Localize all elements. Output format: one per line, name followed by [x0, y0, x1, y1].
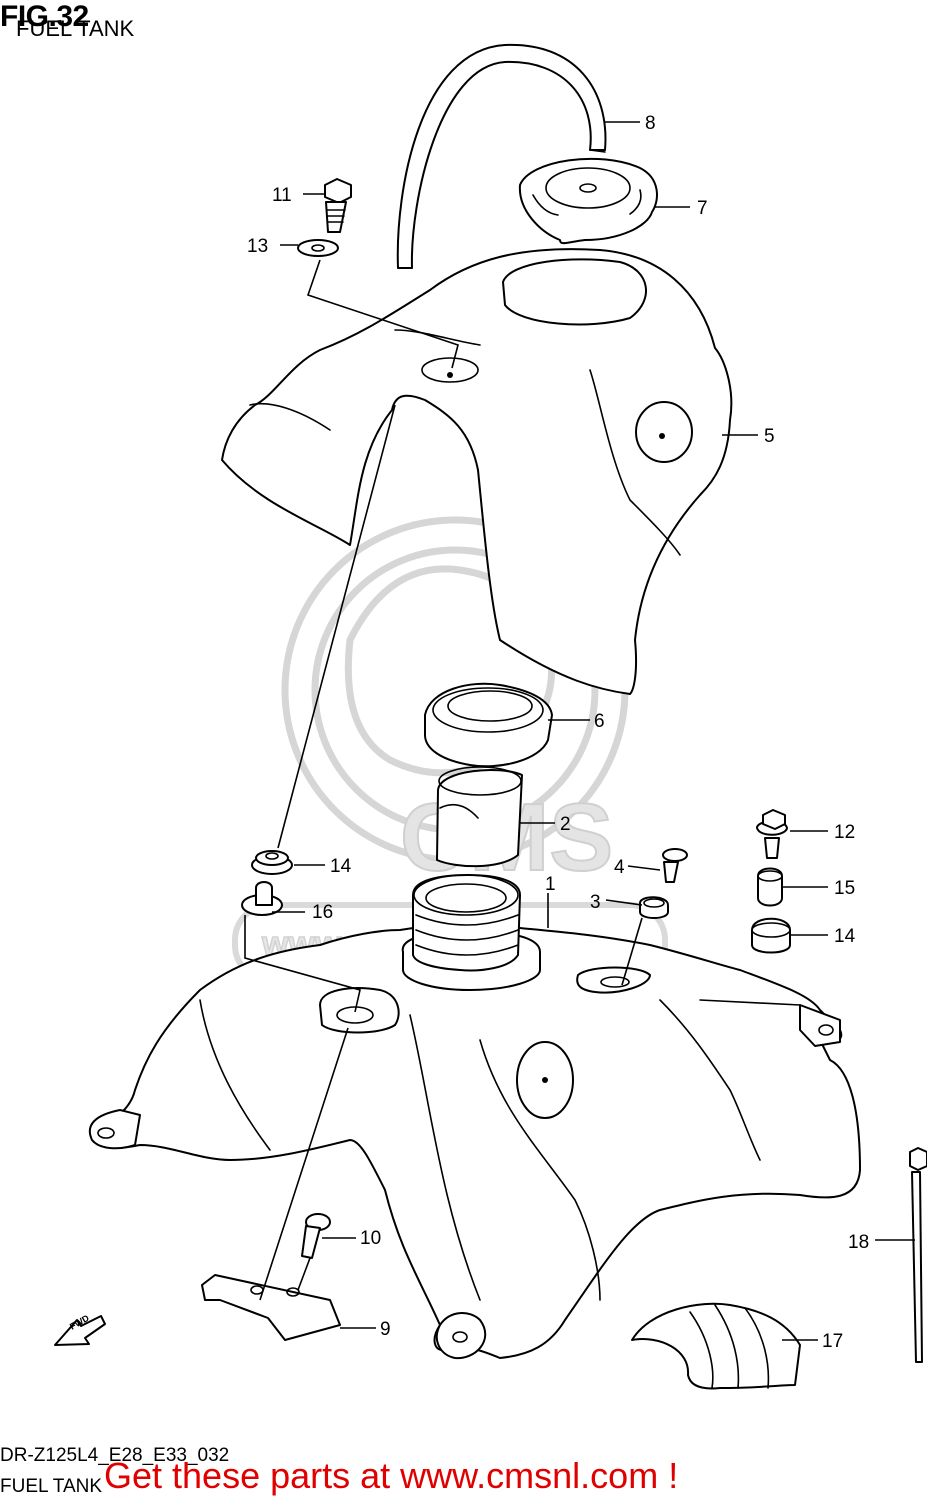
- bolt-12[interactable]: [756, 809, 788, 859]
- screw-4[interactable]: [662, 848, 688, 883]
- callout-12[interactable]: 12: [834, 822, 855, 843]
- promo-link[interactable]: Get these parts at www.cmsnl.com !: [104, 1455, 679, 1496]
- callout-14b[interactable]: 14: [834, 926, 856, 947]
- screw-10[interactable]: [301, 1213, 331, 1259]
- tank-cover[interactable]: [221, 248, 733, 695]
- fuel-tank[interactable]: [88, 874, 861, 1360]
- bracket-9[interactable]: [201, 1274, 341, 1341]
- breather-hose[interactable]: [396, 43, 607, 269]
- bolt-11[interactable]: [324, 178, 352, 233]
- callout-15[interactable]: 16: [312, 902, 333, 923]
- forward-arrow-icon: FWD: [54, 1313, 106, 1346]
- callout-1[interactable]: 1: [545, 874, 556, 895]
- grommet-14b[interactable]: [751, 917, 791, 954]
- callout-18[interactable]: 18: [848, 1232, 869, 1253]
- callout-8[interactable]: 8: [645, 113, 656, 134]
- callout-9[interactable]: 9: [380, 1319, 391, 1340]
- callout-2[interactable]: 2: [560, 814, 571, 835]
- plate-3[interactable]: [639, 896, 669, 919]
- filler-ring[interactable]: [424, 682, 553, 768]
- washer-13[interactable]: [297, 239, 339, 257]
- figure-subtitle: FUEL TANK: [16, 16, 135, 41]
- heat-shield-17[interactable]: [631, 1302, 801, 1390]
- collar-15[interactable]: [241, 881, 283, 916]
- callouts: 8 7 11 13 5 6 2 12 4 1 15 3 14 16 14 10 …: [247, 113, 869, 1352]
- grommet-14a[interactable]: [251, 850, 293, 875]
- callout-17[interactable]: 17: [822, 1331, 843, 1352]
- callout-13[interactable]: 13: [247, 236, 268, 257]
- filler-neck[interactable]: [436, 766, 523, 868]
- callout-14a[interactable]: 14: [330, 856, 352, 877]
- callout-5[interactable]: 5: [764, 426, 775, 447]
- callout-11[interactable]: 11: [272, 185, 292, 206]
- callout-6[interactable]: 6: [594, 711, 605, 732]
- model-code: DR-Z125L4_E28_E33_032: [0, 1445, 230, 1466]
- cable-tie-18[interactable]: [909, 1147, 927, 1363]
- callout-7[interactable]: 7: [697, 198, 708, 219]
- figure-number: FIG.32: [0, 0, 89, 33]
- fuel-cap[interactable]: [518, 157, 658, 245]
- callout-4[interactable]: 4: [614, 857, 625, 878]
- callout-10[interactable]: 10: [360, 1228, 381, 1249]
- callout-16[interactable]: 15: [834, 878, 855, 899]
- callout-3[interactable]: 3: [590, 892, 601, 913]
- footer-label: FUEL TANK: [0, 1476, 103, 1497]
- collar-16[interactable]: [757, 867, 783, 907]
- leader-lines: [244, 121, 915, 1341]
